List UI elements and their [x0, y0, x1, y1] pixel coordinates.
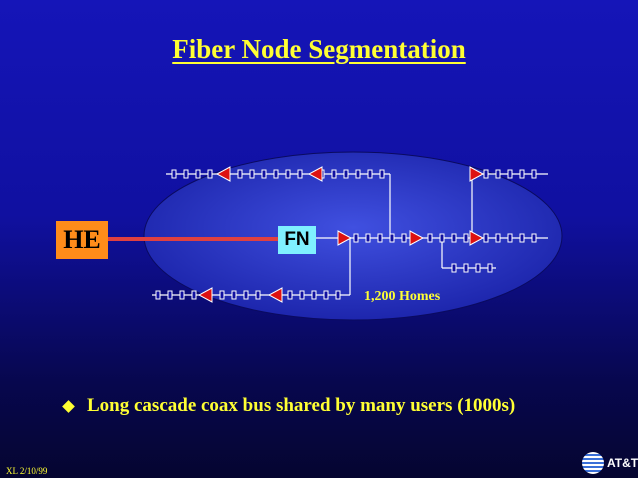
tap-box	[519, 169, 525, 179]
tap-box	[507, 169, 513, 179]
tap-box	[331, 169, 337, 179]
tap-box	[365, 233, 371, 243]
amplifier-group	[197, 166, 485, 303]
tap-box	[249, 169, 255, 179]
slide-title: Fiber Node Segmentation	[172, 34, 466, 64]
amplifier-triangle	[409, 230, 425, 246]
tap-box	[183, 169, 189, 179]
tap-box	[483, 169, 489, 179]
tap-box	[353, 233, 359, 243]
tap-box	[483, 233, 489, 243]
tap-box	[389, 233, 395, 243]
tap-box	[179, 290, 185, 300]
footer-date: XL 2/10/99	[6, 466, 48, 476]
amplifier-triangle	[337, 230, 353, 246]
tap-box	[285, 169, 291, 179]
tap-box	[335, 290, 341, 300]
att-globe-icon	[582, 452, 604, 474]
tap-box	[311, 290, 317, 300]
tap-box	[507, 233, 513, 243]
tap-box	[495, 233, 501, 243]
amplifier-triangle	[267, 287, 283, 303]
tap-box	[495, 169, 501, 179]
tap-box	[379, 169, 385, 179]
service-area-ellipse	[143, 151, 563, 321]
tap-box	[323, 290, 329, 300]
tap-box	[519, 233, 525, 243]
tap-box	[427, 233, 433, 243]
bullet-text: Long cascade coax bus shared by many use…	[87, 395, 516, 416]
amplifier-triangle	[469, 166, 485, 182]
amplifier-triangle	[215, 166, 231, 182]
tap-box	[463, 263, 469, 273]
tap-box	[273, 169, 279, 179]
tap-box	[167, 290, 173, 300]
tap-box	[171, 169, 177, 179]
tap-box	[261, 169, 267, 179]
diamond-bullet-icon	[62, 399, 75, 413]
tap-box	[355, 169, 361, 179]
homes-label: 1,200 Homes	[364, 289, 441, 304]
tap-box	[297, 169, 303, 179]
tap-box	[475, 263, 481, 273]
fiber-node-box: FN	[278, 226, 316, 254]
att-logo-text: AT&T	[607, 456, 638, 470]
att-logo: AT&T	[582, 452, 638, 474]
tap-box	[237, 169, 243, 179]
tap-box	[439, 233, 445, 243]
tap-box	[367, 169, 373, 179]
tap-group	[155, 169, 537, 300]
tap-box	[487, 263, 493, 273]
amplifier-triangle	[197, 287, 213, 303]
tap-box	[531, 169, 537, 179]
tap-box	[287, 290, 293, 300]
tap-box	[231, 290, 237, 300]
amplifier-triangle	[307, 166, 323, 182]
headend-box: HE	[56, 221, 108, 259]
bullet-item: Long cascade coax bus shared by many use…	[62, 395, 515, 417]
tap-box	[219, 290, 225, 300]
tap-box	[243, 290, 249, 300]
tap-box	[191, 290, 197, 300]
amplifier-triangle	[469, 230, 485, 246]
tap-box	[451, 263, 457, 273]
tap-box	[401, 233, 407, 243]
tap-box	[195, 169, 201, 179]
tap-box	[343, 169, 349, 179]
tap-box	[463, 233, 469, 243]
tap-box	[299, 290, 305, 300]
tap-box	[155, 290, 161, 300]
tap-box	[377, 233, 383, 243]
tap-box	[207, 169, 213, 179]
tap-box	[451, 233, 457, 243]
tap-box	[255, 290, 261, 300]
tap-box	[531, 233, 537, 243]
